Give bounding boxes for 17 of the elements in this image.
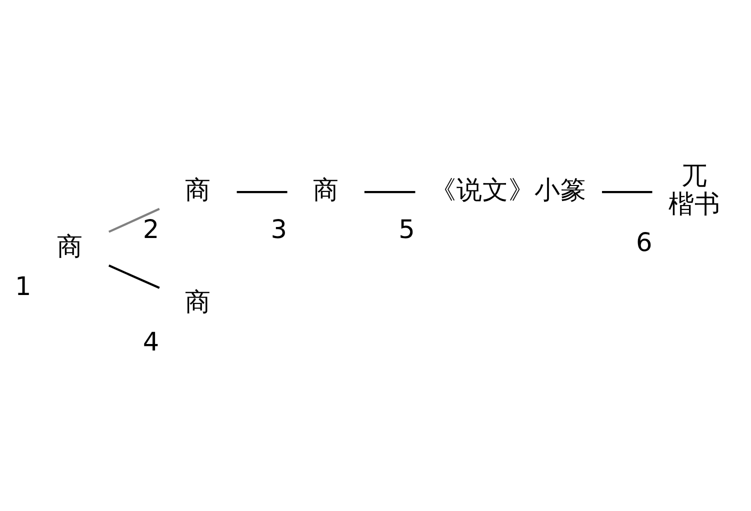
node-label: 2: [142, 214, 160, 245]
connector: [602, 190, 652, 193]
node-text: 商: [184, 287, 211, 318]
node-text: 商: [312, 174, 339, 205]
connector: [108, 207, 160, 232]
node-label: 6: [636, 227, 652, 258]
connector: [364, 190, 416, 193]
connector: [236, 190, 288, 193]
node-text: 商: [56, 232, 83, 262]
node-text: 商: [184, 174, 211, 205]
node-text: 《说文》小篆: [430, 174, 586, 205]
node-label: 3: [270, 214, 287, 245]
connector: [108, 264, 160, 288]
node-text: 兀 楷书: [668, 160, 721, 220]
node-label: 1: [14, 271, 32, 302]
node-label: 4: [142, 326, 160, 357]
node-label: 5: [398, 214, 415, 245]
